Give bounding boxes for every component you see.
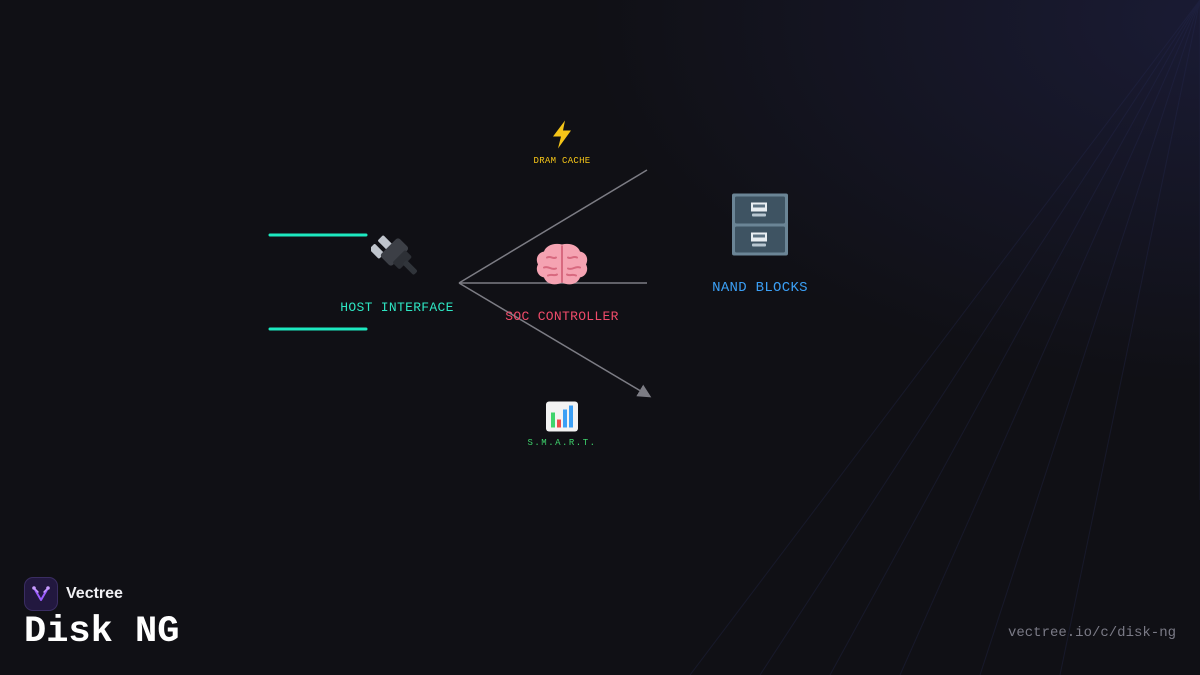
brain-icon xyxy=(534,241,590,292)
connector-to-smart xyxy=(458,282,652,398)
smart-label: S.M.A.R.T. xyxy=(527,438,597,448)
page-url: vectree.io/c/disk-ng xyxy=(1007,625,1176,641)
nand-blocks-label: NAND BLOCKS xyxy=(712,280,808,296)
dram-cache-label: DRAM CACHE xyxy=(533,156,591,166)
connector-to-dram xyxy=(458,169,648,284)
vectree-logo-icon xyxy=(24,577,58,611)
brand: Vectree xyxy=(24,577,123,611)
lightning-icon xyxy=(549,120,575,153)
page-title: Disk NG xyxy=(24,611,180,653)
host-interface-label: HOST INTERFACE xyxy=(340,300,454,315)
brand-name: Vectree xyxy=(66,585,123,602)
bar-chart-icon xyxy=(545,401,579,436)
file-cabinet-icon xyxy=(731,193,789,260)
plug-icon xyxy=(369,229,425,286)
soc-controller-label: SOC CONTROLLER xyxy=(505,309,619,324)
